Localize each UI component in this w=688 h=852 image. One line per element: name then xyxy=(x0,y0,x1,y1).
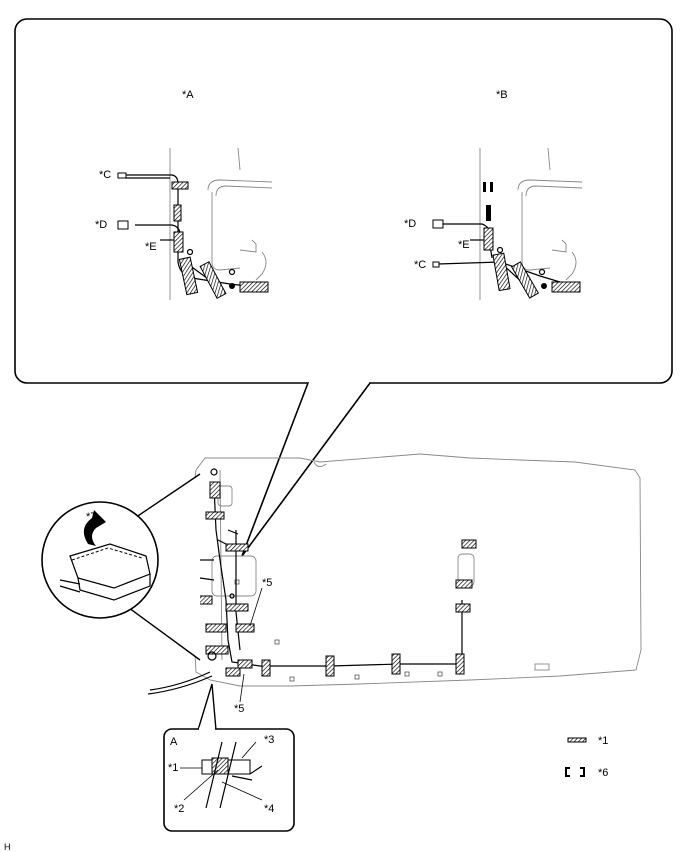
view-b-label-c: *C xyxy=(414,259,426,271)
label-5-lower: *5 xyxy=(234,703,244,715)
view-a-label-e: *E xyxy=(145,241,157,253)
legend-key-6: *6 xyxy=(598,767,608,779)
view-b: *B *D *E *C xyxy=(404,89,583,300)
corner-mark: H xyxy=(4,842,11,852)
callout-7: *7 xyxy=(41,473,201,661)
detail-a-label-3: *3 xyxy=(264,734,274,746)
view-b-title: *B xyxy=(496,89,508,101)
detail-a-label-1: *1 xyxy=(168,762,178,774)
view-a: *A *C *D *E xyxy=(95,89,273,300)
legend: *1 *6 xyxy=(565,735,608,779)
callout-7-label: *7 xyxy=(86,511,96,523)
view-a-label-c: *C xyxy=(99,169,111,181)
view-b-label-d: *D xyxy=(404,218,416,230)
roof-main-view: *5 *5 xyxy=(147,453,642,715)
callout-top-box xyxy=(14,18,673,557)
detail-a-title: A xyxy=(170,736,178,748)
detail-a-label-4: *4 xyxy=(264,803,274,815)
legend-key-1: *1 xyxy=(598,735,608,747)
label-5-upper: *5 xyxy=(262,577,272,589)
detail-a-box: A *1 *3 *2 *4 xyxy=(163,683,295,832)
view-a-label-d: *D xyxy=(95,219,107,231)
tape-icon xyxy=(567,737,587,743)
clamp-bracket-icon xyxy=(565,767,585,777)
detail-a-label-2: *2 xyxy=(174,803,184,815)
view-b-label-e: *E xyxy=(458,239,470,251)
view-a-title: *A xyxy=(182,89,194,101)
